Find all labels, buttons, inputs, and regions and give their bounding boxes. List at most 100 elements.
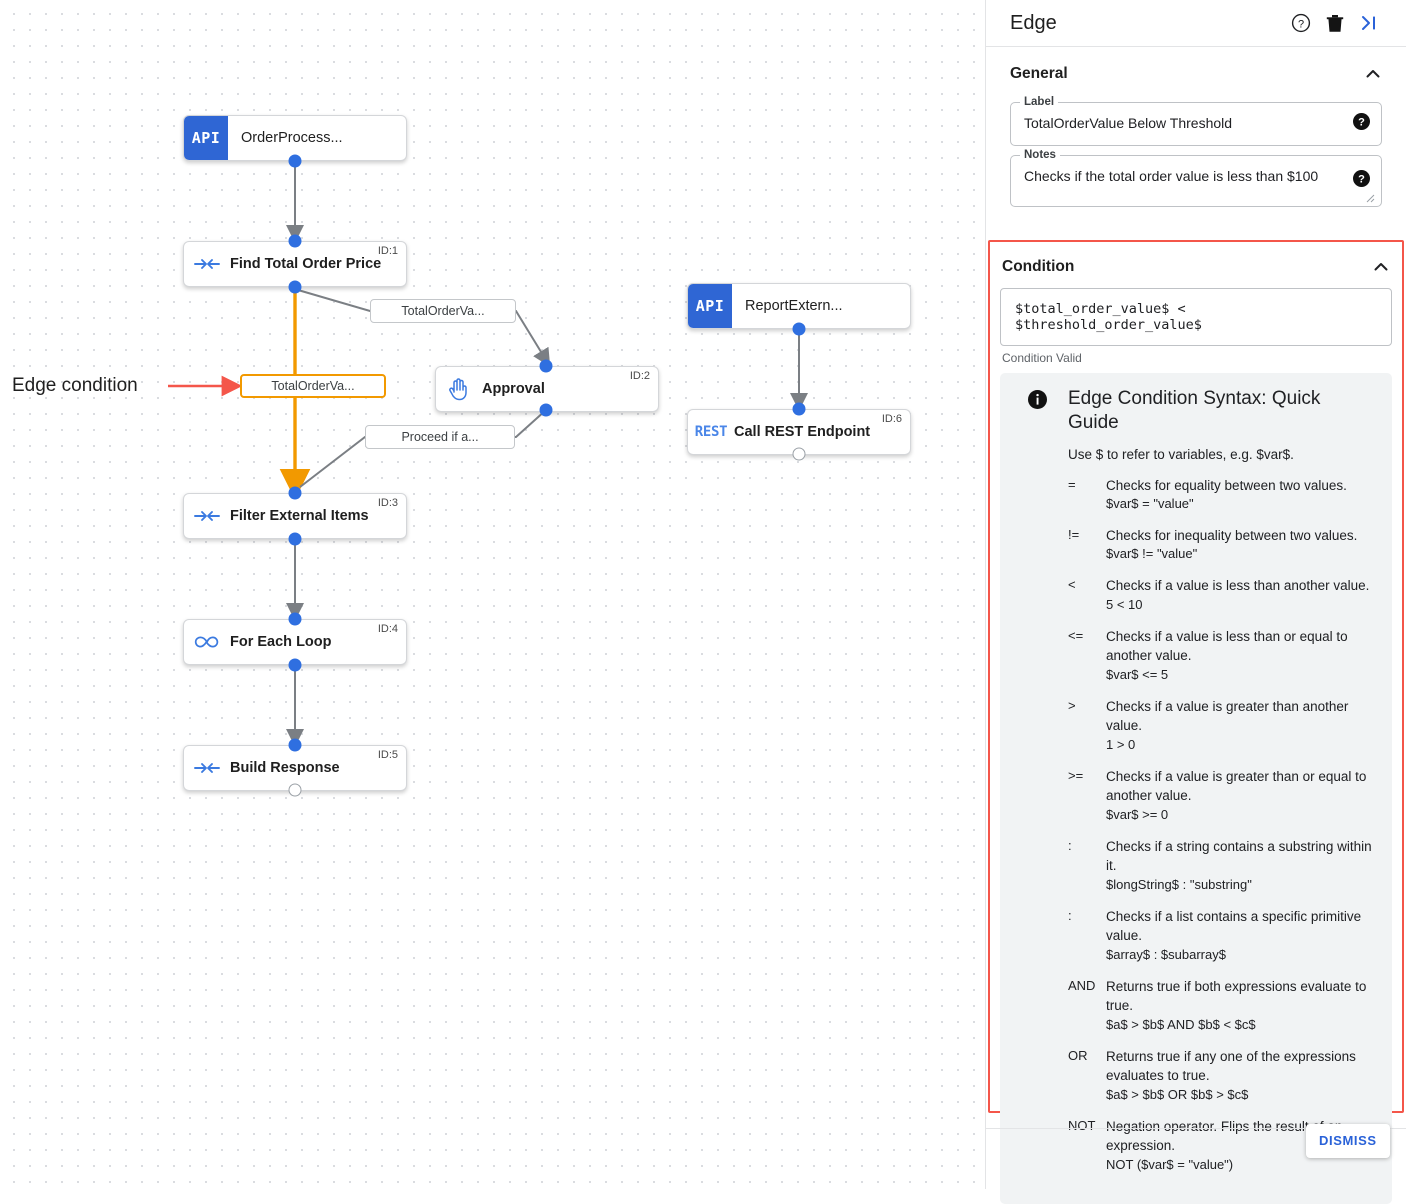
label-field[interactable]: Label TotalOrderValue Below Threshold ? [1010,96,1382,146]
dismiss-button[interactable]: DISMISS [1306,1124,1390,1158]
operator-row: >=Checks if a value is greater than or e… [1068,767,1376,825]
label-field-value: TotalOrderValue Below Threshold [1024,115,1233,131]
condition-syntax-guide: Edge Condition Syntax: Quick Guide Use $… [1000,373,1392,1204]
api-icon: API [688,284,732,328]
edge-connections-layer [168,161,808,747]
operator-description: Checks for inequality between two values… [1106,526,1376,564]
guide-title: Edge Condition Syntax: Quick Guide [1068,388,1321,433]
info-icon [1028,390,1047,414]
condition-expression-input[interactable]: $total_order_value$ < $threshold_order_v… [1000,288,1392,346]
node-output-port[interactable] [288,532,302,546]
operator-description: Checks if a list contains a specific pri… [1106,907,1376,965]
arrow-into-icon [184,256,230,272]
operator-row: != Checks for inequality between two valu… [1068,526,1376,564]
svg-text:?: ? [1358,116,1365,128]
workflow-canvas[interactable]: API OrderProcess... Find Total Order Pri… [0,0,985,1189]
arrow-into-icon [184,508,230,524]
operator-example: $a$ > $b$ AND $b$ < $c$ [1106,1016,1256,1032]
node-input-port[interactable] [792,402,806,416]
operator-symbol: > [1068,697,1076,713]
rest-icon: REST [694,424,728,440]
node-input-port[interactable] [288,612,302,626]
general-section-header[interactable]: General [1000,47,1392,93]
node-input-port[interactable] [288,234,302,248]
general-section-title: General [1010,65,1068,82]
node-input-port[interactable] [288,738,302,752]
operator-description: Checks if a value is less than or equal … [1106,627,1376,685]
operator-symbol: >= [1068,767,1084,783]
general-section: General Label TotalOrderValue Below Thre… [986,47,1406,207]
node-output-port[interactable] [792,322,806,336]
collapse-panel-icon[interactable] [1352,6,1386,40]
operator-example: 1 > 0 [1106,736,1136,752]
operator-row: <Checks if a value is less than another … [1068,576,1376,614]
node-for-each-loop[interactable]: For Each Loop ID:4 [183,619,407,665]
node-label: For Each Loop [230,634,332,650]
operator-symbol: : [1068,907,1072,923]
edge-label[interactable]: Proceed if a... [365,425,515,449]
node-label: ReportExtern... [745,298,843,314]
node-input-port[interactable] [539,359,553,373]
operator-symbol: OR [1068,1047,1088,1063]
help-icon[interactable]: ? [1353,169,1370,192]
node-filter-external-items[interactable]: Filter External Items ID:3 [183,493,407,539]
operator-description: Negation operator. Flips the result of a… [1106,1117,1376,1175]
edge-label-selected[interactable]: TotalOrderVa... [240,374,386,398]
node-label: Build Response [230,760,340,776]
operator-example: $a$ > $b$ OR $b$ > $c$ [1106,1086,1249,1102]
notes-field[interactable]: Notes Checks if the total order value is… [1010,148,1382,207]
edge-label[interactable]: TotalOrderVa... [370,299,516,323]
operator-symbol: : [1068,837,1072,853]
node-output-port[interactable] [288,280,302,294]
node-id: ID:5 [377,749,398,761]
operator-description: Checks if a value is greater than anothe… [1106,697,1376,755]
node-output-port[interactable] [288,658,302,672]
panel-footer-divider [985,1128,1406,1129]
annotation-edge-condition: Edge condition [12,375,138,396]
resize-handle-icon[interactable] [1365,193,1375,203]
help-icon[interactable]: ? [1353,112,1370,135]
node-id: ID:3 [377,497,398,509]
operator-row: : Checks if a list contains a specific pr… [1068,907,1376,965]
operator-row: <= Checks if a value is less than or equa… [1068,627,1376,685]
node-output-port[interactable] [288,783,302,797]
operator-symbol: NOT [1068,1117,1096,1133]
node-report-external[interactable]: API ReportExtern... [687,283,911,329]
node-label: Call REST Endpoint [734,424,871,440]
page-title: Edge [1010,11,1057,34]
hand-icon [436,377,482,401]
operator-symbol: != [1068,526,1080,542]
node-id: ID:2 [629,370,650,382]
api-icon: API [184,116,228,160]
operator-example: $var$ = "value" [1106,496,1194,512]
node-output-port[interactable] [539,403,553,417]
operator-row: > Checks if a value is greater than anoth… [1068,697,1376,755]
condition-section-header[interactable]: Condition [990,242,1402,284]
infinity-icon [184,634,230,650]
node-output-port[interactable] [792,447,806,461]
condition-status: Condition Valid [1002,351,1082,365]
notes-field-legend: Notes [1020,148,1060,161]
node-build-response[interactable]: Build Response ID:5 [183,745,407,791]
node-input-port[interactable] [288,486,302,500]
node-label: OrderProcess... [241,130,343,146]
guide-subtitle: Use $ to refer to variables, e.g. $var$. [1068,446,1294,462]
operator-example: $var$ >= 0 [1106,806,1169,822]
svg-text:?: ? [1298,18,1304,30]
condition-section-title: Condition [1002,258,1075,275]
operator-symbol: < [1068,577,1076,593]
help-icon[interactable]: ? [1284,6,1318,40]
label-field-legend: Label [1020,96,1059,108]
chevron-up-icon[interactable] [1372,258,1390,276]
node-order-process[interactable]: API OrderProcess... [183,115,407,161]
delete-icon[interactable] [1318,6,1352,40]
condition-section: Condition $total_order_value$ < $thresho… [988,240,1404,1204]
chevron-up-icon[interactable] [1364,65,1382,83]
arrow-into-icon [184,760,230,776]
operator-symbol: <= [1068,627,1084,643]
svg-text:?: ? [1358,173,1365,185]
operator-example: 5 < 10 [1106,596,1143,612]
node-output-port[interactable] [288,154,302,168]
